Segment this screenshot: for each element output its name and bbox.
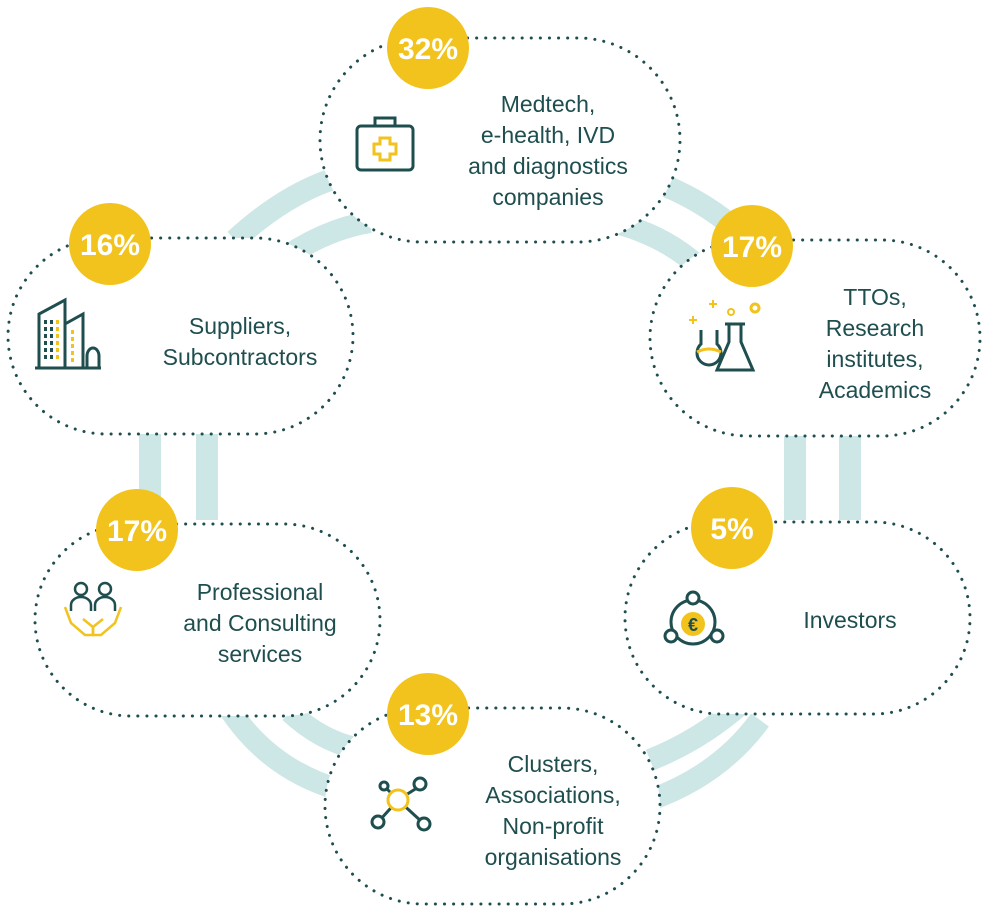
percent-value: 17%: [722, 231, 782, 264]
buildings-icon: [35, 297, 101, 370]
percent-badge: 16%: [69, 203, 151, 285]
node-label-line: Clusters,: [508, 751, 599, 777]
people-hands-icon: [63, 581, 123, 637]
node-label: Medtech, e-health, IVD and diagnostics comp…: [468, 91, 628, 210]
percent-value: 17%: [107, 515, 167, 548]
node-label-line: and diagnostics: [468, 153, 628, 179]
node-ttos: TTOs, Research institutes, Academics 17%: [648, 205, 982, 438]
node-label-line: companies: [492, 184, 603, 210]
node-label-line: Research: [826, 315, 924, 341]
medical-kit-icon: [355, 116, 415, 172]
node-label-line: Subcontractors: [163, 344, 318, 370]
band-professional-clusters: [220, 703, 344, 801]
euro-network-icon: €: [663, 590, 725, 646]
node-label-line: organisations: [485, 844, 622, 870]
node-label: Investors: [803, 607, 896, 633]
node-outline: [6, 236, 355, 436]
node-label-line: institutes,: [826, 346, 923, 372]
percent-badge: 5%: [691, 487, 773, 569]
percent-badge: 17%: [96, 489, 178, 571]
node-label-line: Associations,: [485, 782, 621, 808]
node-label-line: and Consulting: [183, 610, 336, 636]
percent-value: 13%: [398, 699, 458, 732]
band-clusters-investors: [646, 713, 769, 811]
node-clusters: Clusters, Associations, Non-profit organisa…: [323, 673, 662, 906]
network-hub-icon: [370, 776, 432, 832]
node-outline: [33, 522, 382, 718]
node-label-line: Investors: [803, 607, 896, 633]
percent-value: 32%: [398, 33, 458, 66]
node-label-line: Academics: [819, 377, 931, 403]
percent-badge: 17%: [711, 205, 793, 287]
node-medtech: Medtech, e-health, IVD and diagnostics comp…: [318, 7, 682, 244]
node-outline: [648, 238, 982, 438]
node-label-line: Professional: [197, 579, 324, 605]
node-professional: Professional and Consulting services 17%: [33, 489, 382, 718]
node-label: Clusters, Associations, Non-profit organisa…: [485, 751, 622, 870]
svg-text:€: €: [688, 615, 698, 635]
node-label-line: services: [218, 641, 302, 667]
percent-badge: 13%: [387, 673, 469, 755]
percent-badge: 32%: [387, 7, 469, 89]
lab-flasks-icon: [689, 300, 761, 372]
node-label-line: Non-profit: [503, 813, 605, 839]
node-label-line: TTOs,: [843, 284, 906, 310]
node-outline: [318, 36, 682, 244]
node-label: TTOs, Research institutes, Academics: [819, 284, 931, 403]
node-label-line: Medtech,: [501, 91, 596, 117]
node-label: Suppliers, Subcontractors: [163, 313, 318, 370]
node-label-line: Suppliers,: [189, 313, 291, 339]
node-label-line: e-health, IVD: [481, 122, 615, 148]
percent-value: 5%: [710, 513, 753, 546]
node-outline: [323, 706, 662, 906]
percent-value: 16%: [80, 229, 140, 262]
node-suppliers: Suppliers, Subcontractors 16%: [6, 203, 355, 436]
node-label: Professional and Consulting services: [183, 579, 336, 667]
band-professional-clusters: [282, 703, 358, 759]
node-outline: [623, 520, 972, 716]
node-investors: € Investors 5%: [623, 487, 972, 716]
